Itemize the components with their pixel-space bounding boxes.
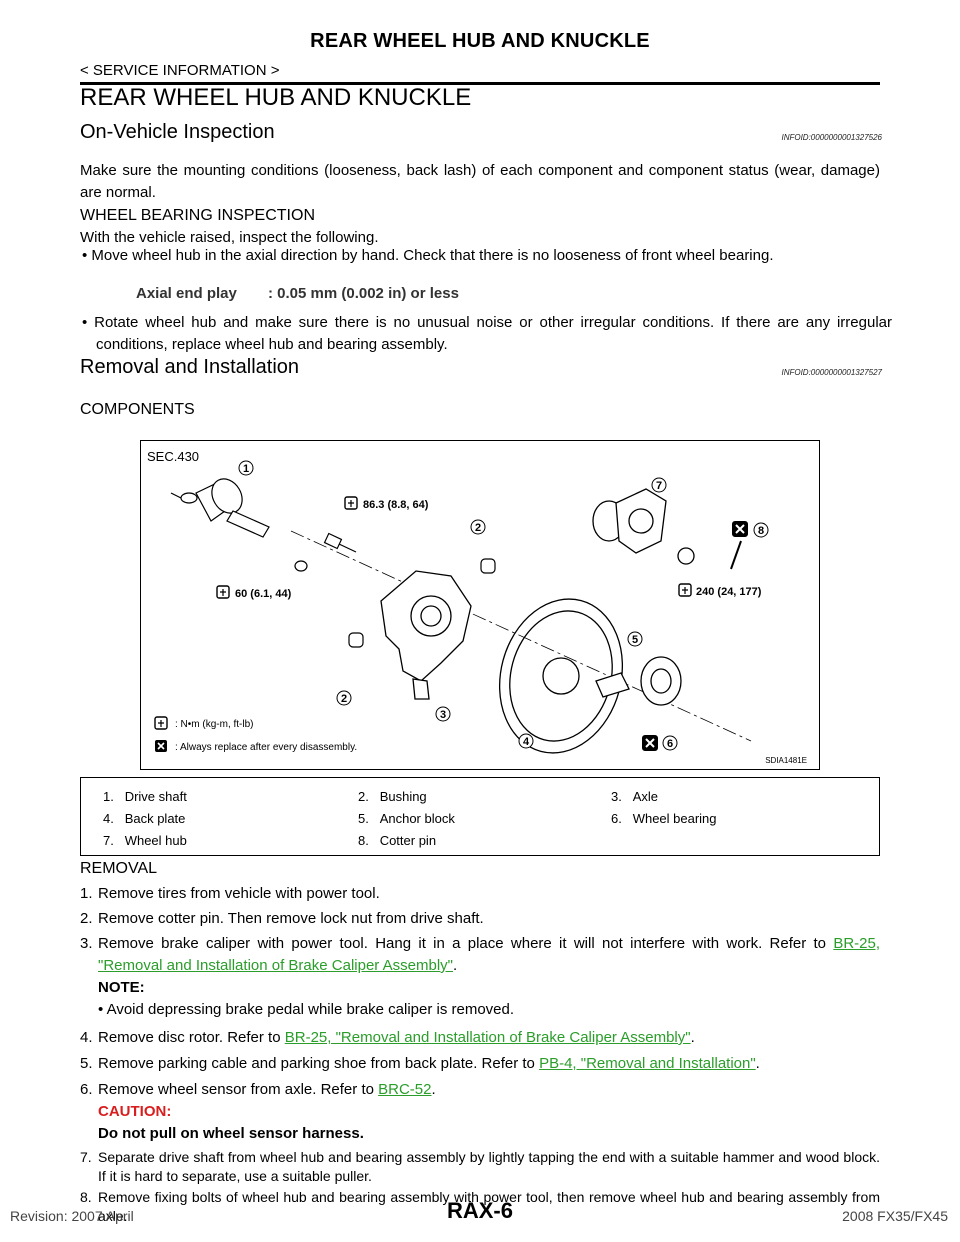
section-title-inspection: On-Vehicle Inspection	[80, 121, 275, 143]
caution-text: Do not pull on wheel sensor harness.	[98, 1125, 364, 1142]
torque-icon	[344, 496, 358, 510]
inspection-bullet-2: • Rotate wheel hub and make sure there i…	[82, 314, 892, 353]
spec-value: : 0.05 mm (0.002 in) or less	[268, 285, 459, 302]
removal-step-1: 1. Remove tires from vehicle with power …	[80, 885, 380, 902]
subhead-removal: REMOVAL	[80, 860, 158, 877]
bolts-illustration	[294, 532, 496, 648]
infoid-removal-installation: INFOID:0000000001327527	[781, 368, 882, 377]
callout-1: 1	[243, 463, 249, 475]
footer-model: 2008 FX35/FX45	[842, 1208, 948, 1224]
callout-4: 4	[523, 736, 530, 748]
inspection-lead: With the vehicle raised, inspect the fol…	[80, 229, 379, 246]
callout-2b: 2	[341, 693, 347, 705]
torque-icon	[154, 716, 168, 730]
torque-icon	[216, 585, 230, 599]
caution-heading: CAUTION:	[98, 1103, 172, 1120]
link-pb-4[interactable]: PB-4, "Removal and Installation"	[539, 1055, 756, 1072]
callout-8: 8	[758, 525, 764, 537]
link-br-25-disc[interactable]: BR-25, "Removal and Installation of Brak…	[284, 1029, 691, 1046]
drive-shaft-illustration	[170, 478, 270, 538]
note-heading: NOTE:	[98, 979, 145, 996]
note-text: • Avoid depressing brake pedal while bra…	[98, 1001, 515, 1018]
components-legend: 1. Drive shaft 2. Bushing 3. Axle 4. Bac…	[80, 777, 880, 856]
footer-page-number: RAX-6	[446, 1198, 513, 1223]
wheel-bearing-illustration	[595, 656, 682, 706]
infoid-inspection: INFOID:0000000001327526	[781, 133, 882, 142]
footer-revision: Revision: 2007 April	[10, 1208, 134, 1224]
legend-item-4: 4. Back plate	[103, 811, 186, 826]
page-heading: REAR WHEEL HUB AND KNUCKLE	[80, 84, 472, 111]
spec-axial-end-play: Axial end play : 0.05 mm (0.002 in) or le…	[136, 285, 459, 302]
spec-label: Axial end play	[136, 285, 237, 302]
replace-icon	[155, 740, 167, 752]
figure-code: SDIA1481E	[765, 756, 807, 765]
axle-illustration	[380, 570, 472, 700]
legend-torque: : N•m (kg-m, ft-lb)	[175, 719, 254, 730]
removal-step-2: 2. Remove cotter pin. Then remove lock n…	[80, 910, 484, 927]
removal-step-3: 3. Remove brake caliper with power tool.…	[80, 935, 880, 1018]
removal-step-4: 4. Remove disc rotor. Refer to BR-25, "R…	[80, 1029, 695, 1046]
legend-item-3: 3. Axle	[611, 789, 658, 804]
callout-6: 6	[667, 738, 673, 750]
removal-step-7: 7. Separate drive shaft from wheel hub a…	[80, 1149, 880, 1184]
wheel-hub-illustration	[592, 488, 742, 570]
legend-item-6: 6. Wheel bearing	[611, 811, 717, 826]
legend-item-5: 5. Anchor block	[358, 811, 455, 826]
callout-2a: 2	[475, 522, 481, 534]
torque-label-1: 86.3 (8.8, 64)	[363, 499, 429, 511]
legend-item-2: 2. Bushing	[358, 789, 427, 804]
callout-7: 7	[656, 480, 662, 492]
header-divider	[80, 82, 880, 85]
section-title-removal-installation: Removal and Installation	[80, 356, 300, 378]
subhead-bearing-inspection: WHEEL BEARING INSPECTION	[80, 207, 315, 224]
legend-item-1: 1. Drive shaft	[103, 789, 187, 804]
legend-item-8: 8. Cotter pin	[358, 833, 437, 848]
torque-icon	[678, 583, 692, 597]
torque-label-2: 60 (6.1, 44)	[235, 588, 292, 600]
inspection-intro: Make sure the mounting conditions (loose…	[80, 162, 880, 201]
breadcrumb: < SERVICE INFORMATION >	[80, 62, 280, 79]
callout-3: 3	[440, 709, 446, 721]
torque-label-3: 240 (24, 177)	[696, 586, 762, 598]
removal-step-8: 8. Remove fixing bolts of wheel hub and …	[80, 1189, 880, 1224]
callout-5: 5	[632, 634, 638, 646]
legend-item-7: 7. Wheel hub	[103, 833, 187, 848]
removal-step-5: 5. Remove parking cable and parking shoe…	[80, 1055, 760, 1072]
replace-icon	[642, 521, 748, 751]
centerline	[290, 530, 752, 742]
legend-replace: : Always replace after every disassembly…	[175, 742, 357, 753]
link-br-25[interactable]: BR-25, "Removal and Installation of Brak…	[98, 935, 880, 974]
inspection-bullet-1: • Move wheel hub in the axial direction …	[82, 247, 774, 264]
components-diagram: SEC.430	[140, 440, 820, 770]
subhead-components: COMPONENTS	[80, 401, 195, 418]
link-brc-52[interactable]: BRC-52	[378, 1081, 432, 1098]
removal-step-6: 6. Remove wheel sensor from axle. Refer …	[80, 1081, 436, 1142]
header-title: REAR WHEEL HUB AND KNUCKLE	[310, 30, 650, 52]
section-label: SEC.430	[147, 449, 199, 464]
